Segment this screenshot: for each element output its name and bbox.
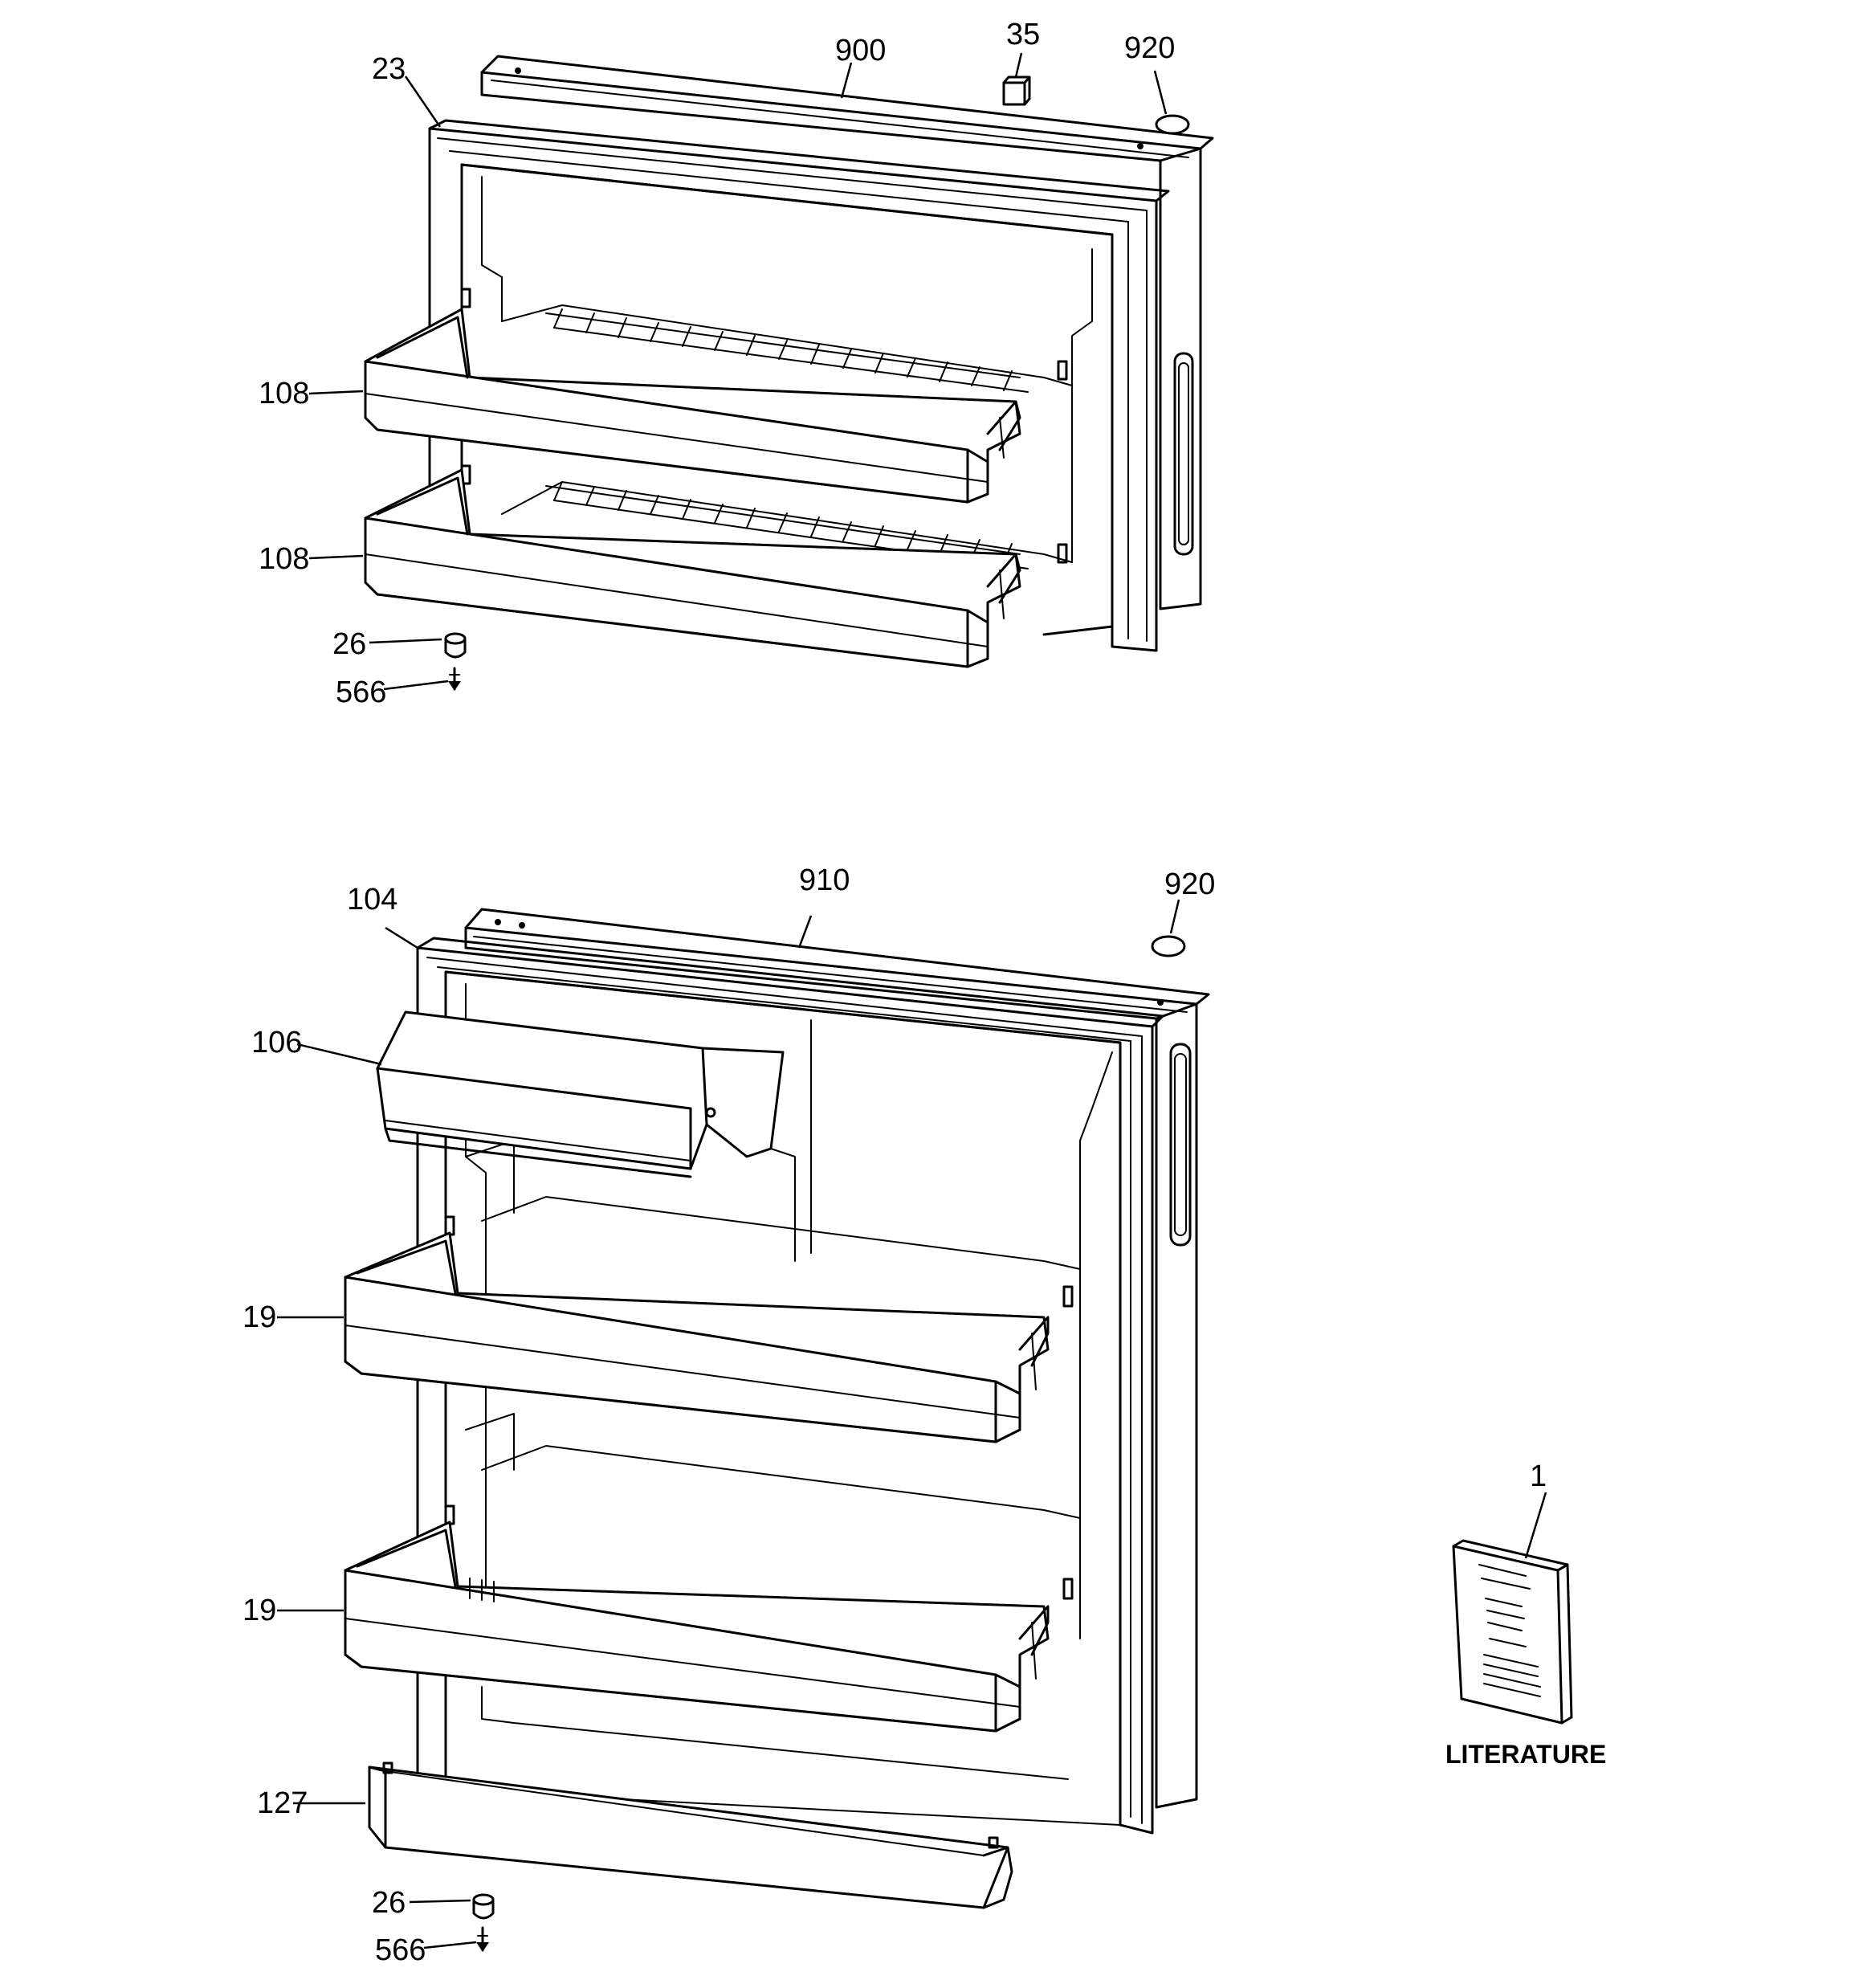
freezer-screw — [448, 667, 461, 691]
callout-19-upper: 19 — [243, 1300, 276, 1334]
callout-26-fresh-food: 26 — [372, 1886, 406, 1920]
callout-106: 106 — [251, 1026, 302, 1059]
fresh-food-screw — [476, 1926, 489, 1952]
callout-127: 127 — [257, 1786, 308, 1820]
freezer-hinge-cap — [444, 632, 467, 659]
callout-26-freezer: 26 — [332, 627, 366, 661]
fresh-food-hinge-cap — [472, 1893, 495, 1920]
fresh-food-top-cap — [1151, 935, 1186, 957]
callout-108-lower: 108 — [259, 542, 309, 576]
freezer-bin-upper — [364, 308, 1021, 504]
dairy-compartment — [376, 1010, 785, 1178]
bottom-trim — [368, 1761, 1013, 1909]
freezer-door-panel — [480, 55, 1214, 610]
literature-label: LITERATURE — [1445, 1740, 1606, 1769]
callout-19-lower: 19 — [243, 1594, 276, 1627]
callout-920-fresh-food: 920 — [1164, 867, 1215, 901]
freezer-top-cap — [1155, 114, 1190, 135]
freezer-door-liner — [460, 163, 1114, 636]
callout-566-freezer: 566 — [336, 676, 386, 709]
fresh-food-door-panel — [464, 908, 1210, 1809]
callout-910: 910 — [799, 863, 850, 897]
callout-566-fresh-food: 566 — [375, 1933, 426, 1967]
callout-108-upper: 108 — [259, 377, 309, 410]
freezer-bin-lower — [364, 468, 1021, 668]
freezer-plug — [1002, 76, 1031, 106]
callout-920-freezer: 920 — [1124, 31, 1175, 65]
callout-900: 900 — [835, 34, 886, 67]
callout-1: 1 — [1530, 1459, 1547, 1493]
callout-104: 104 — [347, 883, 397, 916]
fresh-food-door-assembly: 910 920 104 106 19 19 127 26 566 — [243, 863, 1215, 1967]
fresh-food-bin-lower — [344, 1521, 1050, 1733]
literature-booklet: 1 LITERATURE — [1445, 1459, 1606, 1769]
callout-35: 35 — [1006, 18, 1040, 51]
callout-23: 23 — [372, 52, 406, 86]
fresh-food-bin-upper — [344, 1231, 1050, 1443]
freezer-door-assembly: 900 35 920 23 108 108 26 566 — [259, 18, 1214, 709]
